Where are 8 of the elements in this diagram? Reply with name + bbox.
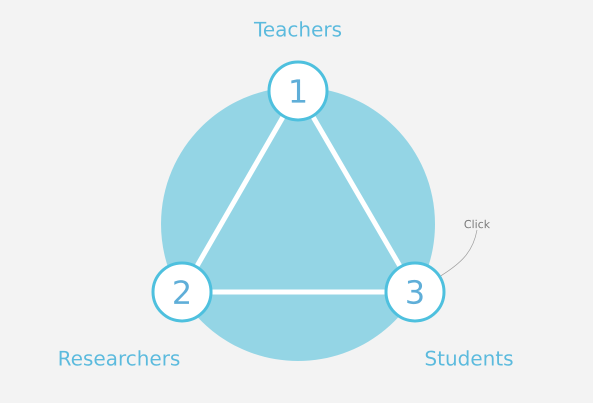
node-label: Teachers (254, 21, 342, 37)
connector-line (195, 116, 285, 267)
leader-line (440, 230, 478, 276)
callout-text: Click (464, 220, 490, 228)
node-label: Students (426, 350, 513, 366)
node-label: Researchers (60, 350, 180, 366)
connector-line (212, 289, 384, 294)
connector-line (311, 116, 402, 267)
